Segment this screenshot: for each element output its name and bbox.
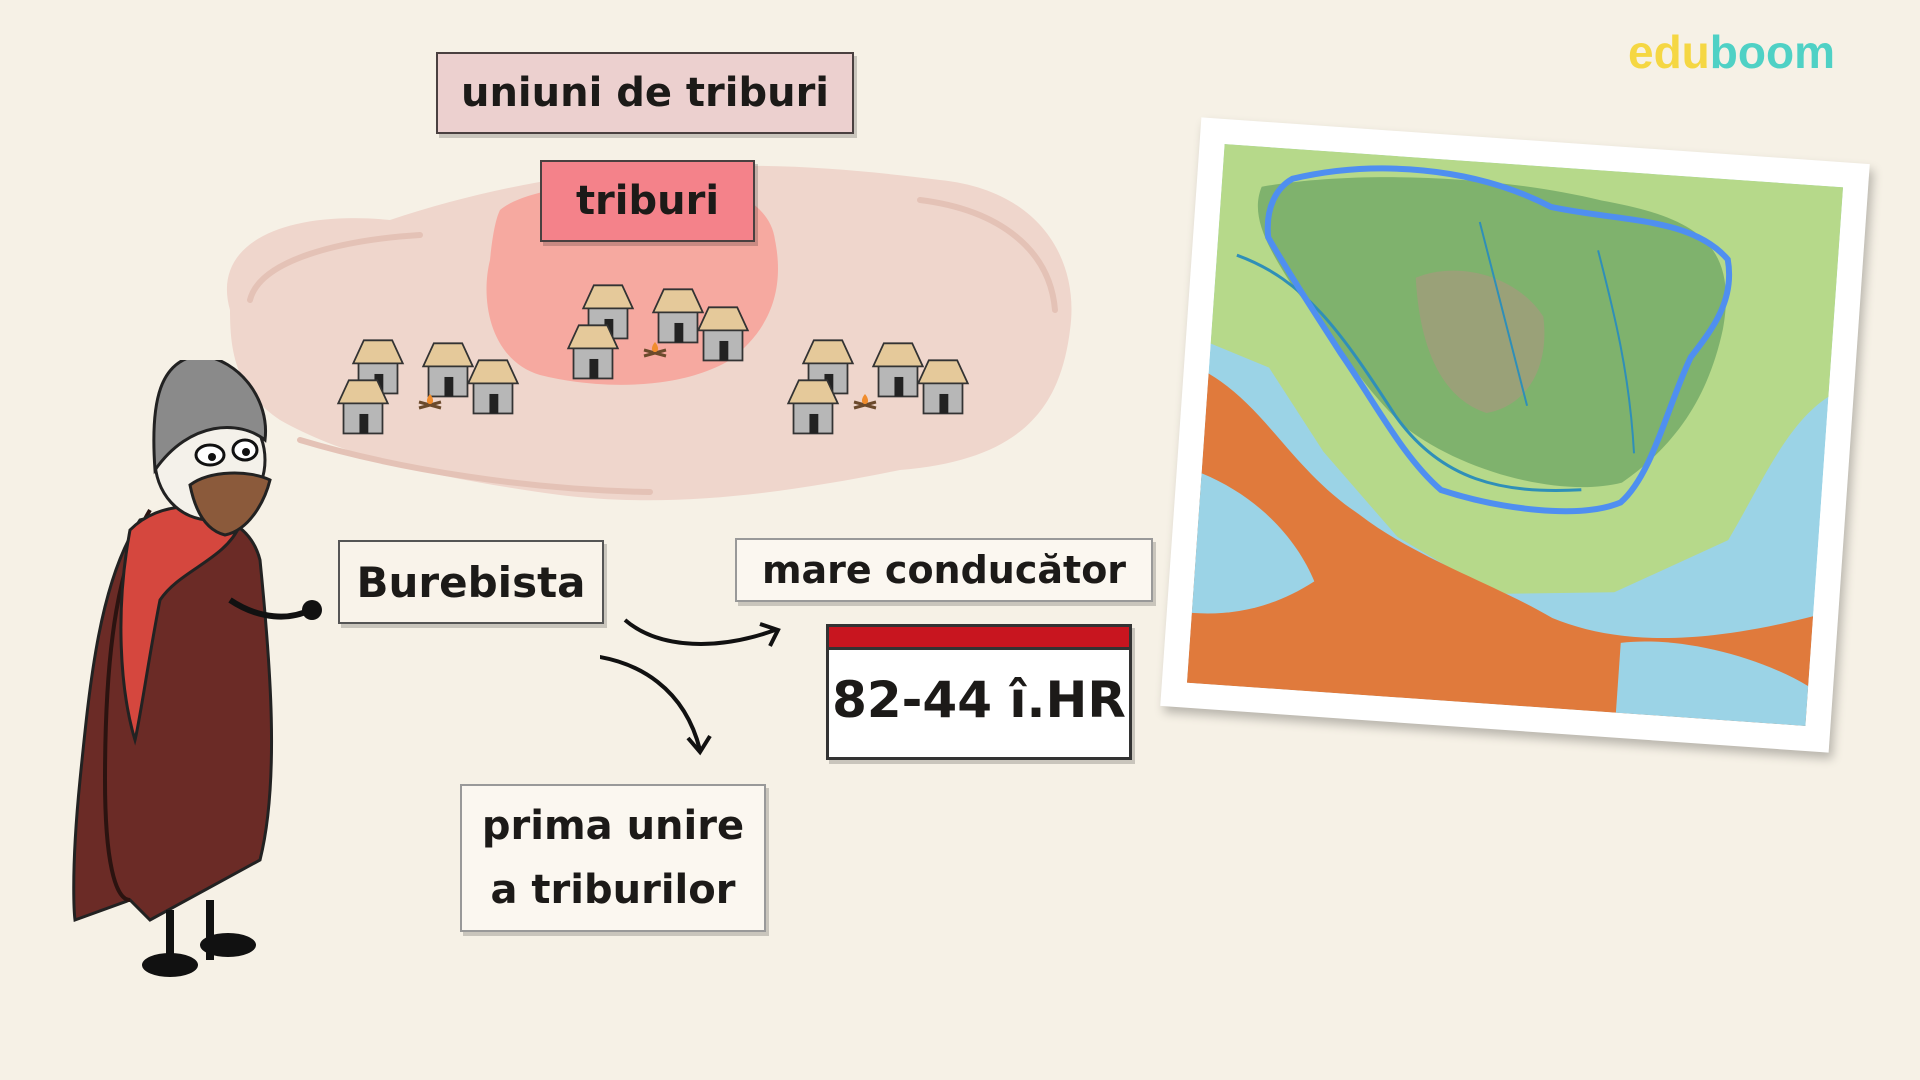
union-blob-sketch	[247, 197, 1058, 495]
burebista-tag: Burebista	[338, 540, 604, 624]
achievement-tag: prima unire a triburilor	[460, 784, 766, 932]
reign-years-label: 82-44 î.HR	[832, 671, 1126, 729]
arrows	[600, 618, 781, 756]
reign-calendar: 82-44 î.HR	[826, 624, 1132, 760]
achievement-line2: a triburilor	[490, 867, 736, 913]
map-image	[1186, 144, 1844, 726]
campfire-icon	[852, 392, 878, 410]
map-photo	[1160, 117, 1870, 753]
hut-icon	[652, 288, 704, 344]
village-left	[337, 339, 519, 435]
village-right	[787, 339, 969, 435]
hut-icon	[567, 324, 619, 380]
hut-icon	[917, 359, 969, 415]
hut-icon	[422, 342, 474, 398]
role-tag: mare conducător	[735, 538, 1153, 602]
calendar-top-bar	[829, 627, 1129, 650]
burebista-character	[72, 360, 322, 977]
hut-icon	[337, 379, 389, 435]
tribes-label: triburi	[575, 178, 720, 224]
arrow-icon	[623, 618, 776, 646]
tribe-unions-label: uniuni de triburi	[460, 70, 830, 116]
achievement-line1: prima unire	[481, 803, 745, 849]
tribe-unions-tag: uniuni de triburi	[436, 52, 854, 134]
hut-icon	[787, 379, 839, 435]
hut-icon	[467, 359, 519, 415]
brand-logo-part2: boom	[1709, 26, 1835, 78]
village-center	[567, 284, 749, 380]
role-label: mare conducător	[761, 548, 1127, 592]
burebista-label: Burebista	[356, 557, 586, 607]
campfire-icon	[642, 340, 668, 358]
arrow-icon	[600, 655, 702, 751]
brand-logo-part1: edu	[1628, 26, 1710, 78]
tribes-tag: triburi	[540, 160, 755, 242]
hut-icon	[872, 342, 924, 398]
hut-icon	[697, 306, 749, 362]
brand-logo: edu boom	[1628, 22, 1835, 82]
